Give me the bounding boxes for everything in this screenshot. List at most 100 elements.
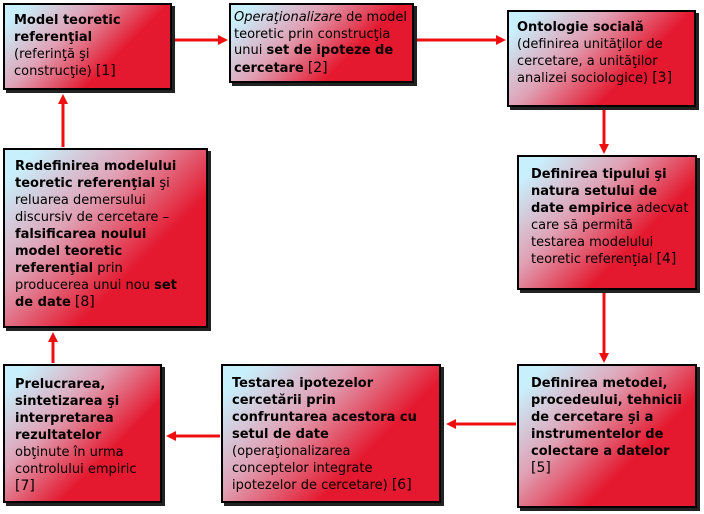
box-text-line: unui set de ipoteze de [234, 43, 412, 60]
step-7-box: Prelucrarea,sintetizarea şi interpretarea… [3, 364, 162, 503]
box-text-line: interpretarea [15, 410, 160, 427]
emphasized-text: set de ipoteze de [266, 43, 394, 58]
body-text: producerea unui nou [15, 278, 150, 293]
arrow-head [599, 353, 609, 363]
box-text-line: rezultatelor [15, 427, 160, 444]
emphasized-text: de date [15, 295, 71, 310]
arrow-step8-to-step1 [58, 94, 68, 147]
emphasized-text: interpretarea [15, 411, 114, 426]
box-text-line: Ontologie socială [517, 19, 694, 36]
emphasized-text: model teoretic [15, 244, 123, 259]
body-text: cercetare, a unităţilor [517, 54, 658, 69]
box-text-line: obţinute în urma [15, 444, 160, 461]
reference-number: [4] [656, 251, 677, 267]
body-text: (operaţionalizarea [232, 444, 351, 459]
emphasized-text: instrumentelor de [531, 427, 664, 442]
body-text: adecvat [636, 201, 689, 216]
box-text-line: [7] [15, 478, 160, 495]
emphasized-text: confruntarea acestora cu [232, 410, 417, 425]
box-text-line: Model teoretic [14, 12, 170, 29]
emphasized-text: referenţial [14, 30, 93, 45]
box-text-line: conceptelor integrate [232, 460, 439, 477]
emphasized-text: cercetare [234, 60, 304, 76]
body-text: care să permită [531, 218, 633, 233]
emphasized-text: setul de date [232, 427, 329, 442]
box-text-line: colectare a datelor [531, 443, 695, 460]
emphasized-text: Definirea tipului şi [531, 167, 667, 182]
box-text-line: de date [8] [15, 294, 206, 311]
body-text: prin [97, 261, 123, 276]
box-text-line: procedeului, tehnicii [531, 392, 695, 409]
emphasized-text: colectare a datelor [531, 444, 670, 459]
box-text-line: (definirea unităţilor de [517, 36, 694, 53]
box-text-line: natura setului de [531, 183, 695, 200]
emphasized-text: Definirea metodei, [531, 376, 668, 391]
emphasized-text: Testarea ipotezelor [232, 376, 374, 391]
box-text-line: Testarea ipotezelor [232, 375, 439, 392]
body-text: testarea modelului [531, 235, 654, 250]
box-text-line: cercetare, a unităţilor [517, 53, 694, 70]
reference-number: [8] [74, 294, 95, 310]
emphasized-text: falsificarea noului [15, 227, 147, 242]
body-text: (definirea unităţilor de [517, 37, 663, 52]
arrow-step2-to-step3 [417, 35, 506, 45]
body-text: teoretic prin construcţia [234, 26, 391, 42]
box-text-line: teoretic prin construcţia [234, 27, 412, 44]
emphasized-text: set [154, 278, 177, 293]
box-text-line: care să permită [531, 217, 695, 234]
box-text-line: producerea unui nou set [15, 277, 206, 294]
box-text-line: setul de date [232, 426, 439, 443]
box-text-line: construcţie) [1] [14, 63, 170, 80]
body-text: de model [346, 10, 408, 25]
emphasized-text: procedeului, tehnicii [531, 393, 682, 408]
body-text: ipotezelor de cercetare) [232, 478, 388, 493]
arrow-step5-to-step6 [446, 419, 516, 429]
box-text-line: ipotezelor de cercetare) [6] [232, 477, 439, 494]
box-text-line: Redefinirea modelului [15, 158, 206, 175]
arrow-step7-to-step8 [48, 332, 58, 363]
reference-number: [1] [95, 63, 116, 79]
box-text-line: Operaţionalizare de model [234, 10, 412, 27]
emphasized-text: referenţial [15, 261, 94, 276]
arrow-head [446, 419, 456, 429]
emphasized-text: Redefinirea modelului [15, 159, 177, 174]
emphasized-text: sintetizarea şi [15, 394, 120, 409]
box-text-line: referenţial [14, 29, 170, 46]
reference-number: [5] [531, 460, 551, 476]
body-text: unui [234, 43, 263, 58]
body-text: conceptelor integrate [232, 461, 373, 476]
arrow-step4-to-step5 [599, 293, 609, 363]
emphasized-text: rezultatelor [15, 428, 102, 443]
box-text-line: analizei sociologice) [3] [517, 70, 694, 87]
box-text-line: controlului empiric [15, 461, 160, 478]
body-text: teoretic referenţial [531, 252, 653, 267]
body-text: (referinţă şi [14, 47, 90, 62]
arrow-head [58, 94, 68, 104]
reference-number: [2] [307, 59, 328, 76]
box-text-line: (referinţă şi [14, 46, 170, 63]
box-text-line: confruntarea acestora cu [232, 409, 439, 426]
arrow-head [496, 35, 506, 45]
arrow-step6-to-step7 [166, 431, 220, 441]
box-text-line: date empirice adecvat [531, 200, 695, 217]
italic-term: Operaţionalizare [234, 10, 343, 25]
body-text: analizei sociologice) [517, 71, 649, 86]
box-text-line: reluarea demersului [15, 192, 206, 209]
box-text-line: Definirea tipului şi [531, 166, 695, 183]
emphasized-text: Model teoretic [14, 13, 121, 28]
box-text-line: Prelucrarea, [15, 376, 160, 393]
emphasized-text: de cercetare şi a [531, 410, 654, 425]
reference-number: [7] [15, 478, 35, 494]
box-text-line: testarea modelului [531, 234, 695, 251]
emphasized-text: natura setului de [531, 184, 658, 199]
body-text: construcţie) [14, 64, 92, 79]
box-text-line: falsificarea noului [15, 226, 206, 243]
box-text-line: teoretic referenţial şi [15, 175, 206, 192]
box-text-line: sintetizarea şi [15, 393, 160, 410]
body-text: controlului empiric [15, 462, 137, 477]
box-text-line: [5] [531, 460, 695, 477]
body-text: şi [159, 176, 170, 191]
